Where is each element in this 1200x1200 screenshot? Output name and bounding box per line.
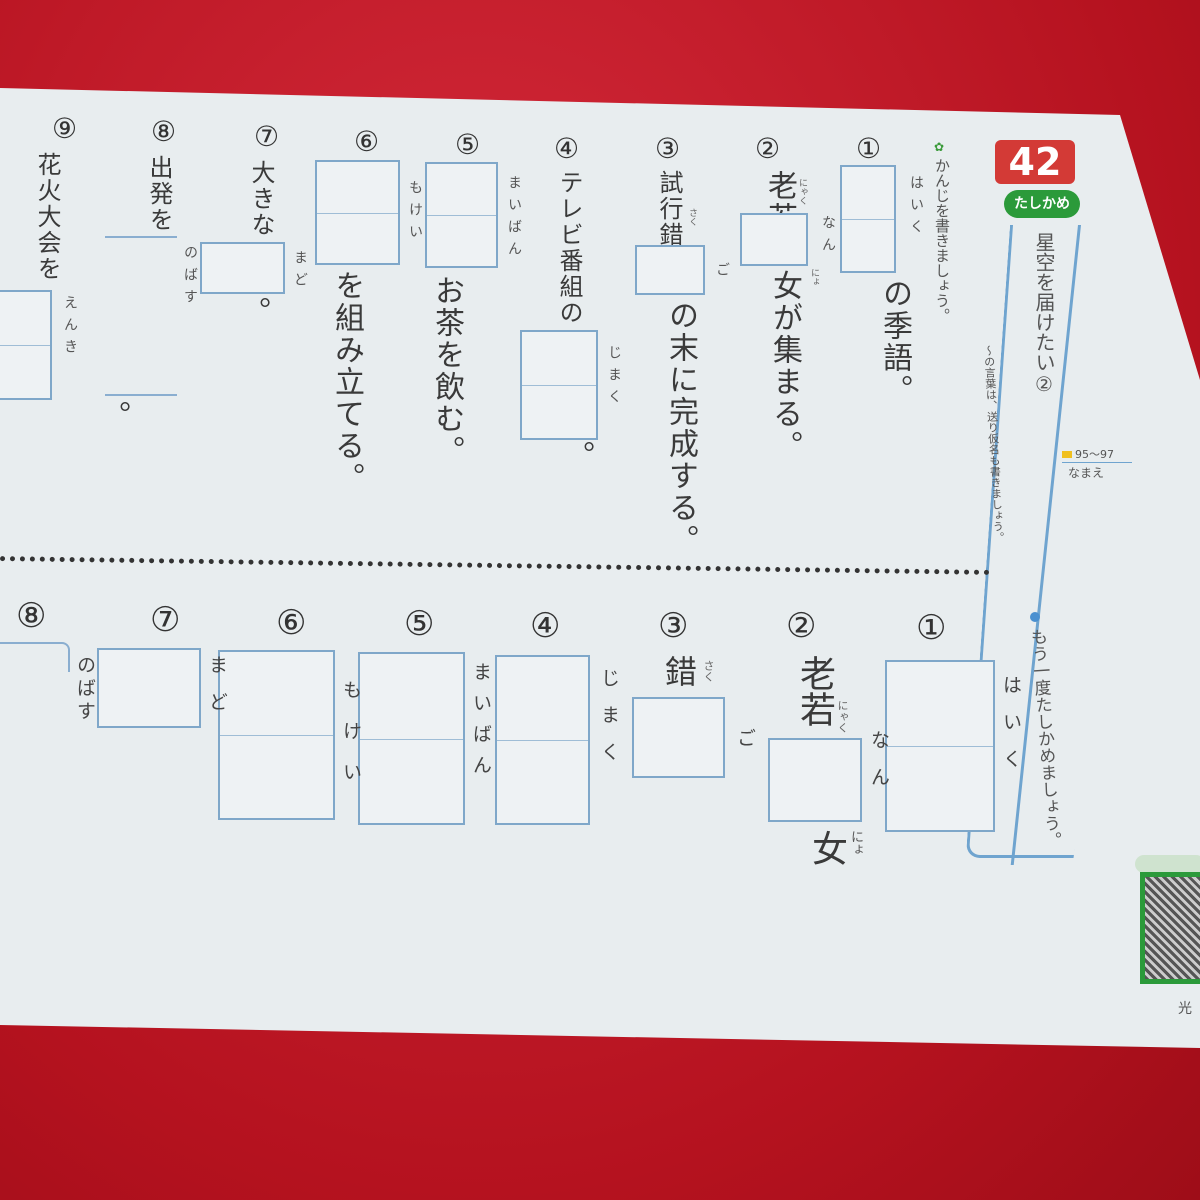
answer-box (768, 738, 862, 822)
lesson-number-badge: 42 (995, 140, 1075, 184)
ruby-hint: ご (734, 728, 756, 765)
ruby-hint: まど (292, 250, 308, 294)
ruby-reading: にょ (809, 268, 819, 286)
question-number: ④ (554, 132, 580, 165)
ruby-hint: じまく (598, 668, 620, 779)
sentence-after: お茶を飲む。 (429, 275, 464, 467)
publisher-mark: 光 (1178, 1001, 1192, 1017)
question-number: ⑧ (16, 596, 47, 636)
sentence-after: 。 (559, 440, 594, 472)
sentence-after: 。 (235, 296, 270, 328)
ruby-reading: にゃく (836, 700, 849, 733)
sentence-before: 花火大会を (33, 152, 61, 282)
sentence-after: 女が集まる。 (767, 270, 802, 462)
sentence-after: 。 (95, 400, 130, 432)
sentence-before: 出発を (145, 155, 173, 233)
page-icon (1062, 451, 1072, 458)
question-number: ① (856, 132, 882, 165)
instruction-main: かんじを書きましょう。 (933, 158, 951, 323)
ruby-hint: もけい (407, 180, 423, 246)
qr-header (1135, 855, 1200, 873)
sentence-before: テレビ番組の (555, 170, 583, 326)
name-label: なまえ (1068, 466, 1105, 480)
answer-box (0, 290, 52, 400)
ruby-hint: まいばん (506, 175, 522, 263)
answer-box (632, 697, 725, 778)
ruby-hint: なん (820, 215, 836, 259)
ruby-hint: のばす (182, 245, 198, 311)
answer-box (635, 245, 705, 295)
ruby-hint: はいく (1000, 675, 1022, 786)
ruby-reading: にょ (848, 830, 863, 856)
answer-box (315, 160, 400, 265)
sentence-after: を組み立てる。 (329, 270, 364, 494)
question-number: ① (916, 608, 947, 648)
ruby-reading: さく (702, 660, 715, 682)
question-number: ⑧ (151, 115, 177, 148)
ruby-hint: まいばん (470, 662, 492, 786)
question-number: ④ (530, 606, 561, 646)
sentence-before: 大きな (247, 160, 275, 238)
page-range: 95〜97 (1062, 446, 1132, 463)
question-number: ⑤ (455, 128, 481, 161)
sentence-before: 錯 (660, 655, 698, 687)
answer-box (885, 660, 995, 832)
ruby-reading: さく (687, 208, 697, 226)
question-number: ⑦ (150, 600, 181, 640)
sentence-after: 女 (806, 830, 847, 866)
answer-box (840, 165, 896, 273)
sentence-after: の末に完成する。 (663, 300, 698, 556)
question-number: ② (755, 132, 781, 165)
answer-bracket (105, 236, 177, 396)
ruby-hint: まど (206, 655, 228, 729)
ruby-hint: なん (868, 730, 890, 804)
page-range-text: 95〜97 (1075, 448, 1114, 461)
ruby-hint: もけい (340, 680, 362, 803)
sentence-before: 老若 (794, 655, 835, 727)
question-number: ⑦ (254, 120, 280, 153)
qr-code[interactable] (1140, 872, 1200, 984)
answer-box (218, 650, 335, 820)
question-number: ⑨ (52, 112, 78, 145)
sentence-before: 試行錯 (655, 170, 683, 248)
flower-icon: ✿ (934, 140, 945, 154)
question-number: ② (786, 606, 817, 646)
question-number: ③ (655, 132, 681, 165)
answer-box (495, 655, 590, 825)
answer-box (97, 648, 201, 728)
sentence-after: の季語。 (877, 278, 912, 406)
answer-box (425, 162, 498, 268)
dot-icon (1030, 612, 1040, 622)
ruby-reading: にゃく (797, 178, 807, 205)
answer-bracket (0, 642, 70, 672)
answer-box (740, 213, 808, 266)
tashikame-tag: たしかめ (1004, 190, 1080, 218)
answer-box (520, 330, 598, 440)
ruby-hint: ご (714, 262, 730, 284)
question-number: ③ (658, 606, 689, 646)
ruby-hint: はいく (908, 175, 924, 241)
worksheet-title: 星空を届けたい② (1032, 232, 1056, 396)
ruby-hint: のばす (74, 655, 96, 724)
ruby-hint: じまく (606, 345, 622, 411)
answer-box (358, 652, 465, 825)
ruby-hint: えんき (62, 295, 78, 361)
question-number: ⑥ (276, 603, 307, 643)
answer-box (200, 242, 285, 294)
question-number: ⑤ (404, 604, 435, 644)
question-number: ⑥ (354, 125, 380, 158)
